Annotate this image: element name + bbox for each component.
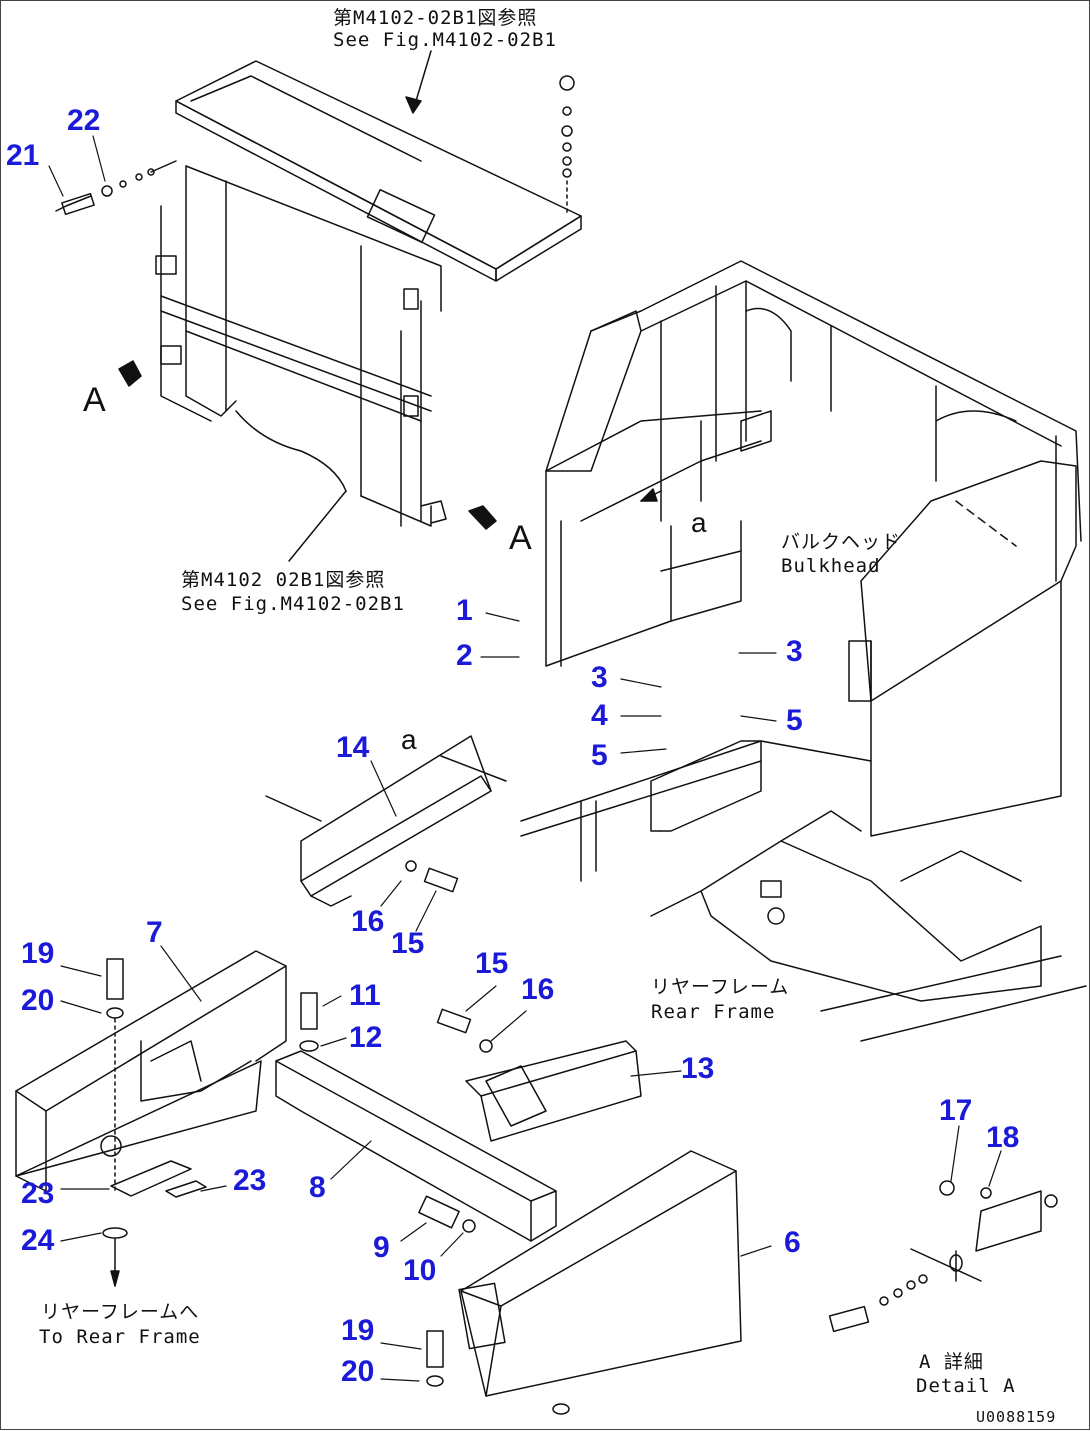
top-reference-en: See Fig.M4102-02B1 (333, 29, 557, 51)
to-rear-frame-label-jp: リヤーフレームへ (41, 1301, 200, 1323)
to-rear-frame-label-en: To Rear Frame (39, 1326, 201, 1348)
top-reference-jp: 第M4102-02B1図参照 (333, 7, 538, 29)
callout-15b: 15 (475, 947, 509, 980)
callout-21: 21 (6, 139, 40, 172)
callout-19b: 19 (341, 1314, 375, 1347)
callout-12: 12 (349, 1021, 383, 1054)
callout-17: 17 (939, 1094, 973, 1127)
rear-frame-label-en: Rear Frame (651, 1001, 776, 1023)
callout-16a: 16 (351, 905, 385, 938)
callout-4: 4 (591, 699, 608, 732)
callout-14: 14 (336, 731, 370, 764)
callout-3a: 3 (786, 635, 803, 668)
cab-cover-assembly (55, 50, 582, 562)
callout-24: 24 (21, 1224, 55, 1257)
mid-reference-jp: 第M4102 02B1図参照 (181, 569, 386, 591)
rear-frame-assembly (520, 740, 1087, 1042)
cover-6 (426, 1150, 742, 1415)
view-a-small-marker-2: a (401, 724, 417, 755)
bracket-14 (265, 735, 507, 907)
view-a-marker-right: A (509, 519, 532, 557)
callout-2: 2 (456, 639, 473, 672)
callout-16b: 16 (521, 973, 555, 1006)
view-a-marker-left: A (83, 381, 106, 419)
document-number: U0088159 (976, 1408, 1057, 1426)
callout-5a: 5 (786, 704, 803, 737)
frame-8 (275, 992, 557, 1242)
callout-11: 11 (349, 979, 381, 1012)
callout-1: 1 (456, 594, 473, 627)
detail-a-label-jp: A 詳細 (919, 1351, 984, 1373)
callout-3b: 3 (591, 661, 608, 694)
view-a-small-marker-1: a (691, 507, 707, 538)
frame-7 (15, 950, 287, 1287)
callout-18: 18 (986, 1121, 1020, 1154)
callout-6: 6 (784, 1226, 801, 1259)
bulkhead-assembly (545, 260, 1082, 837)
detail-a-label-en: Detail A (916, 1375, 1016, 1397)
detail-a (828, 1180, 1058, 1333)
callout-20b: 20 (341, 1355, 375, 1388)
callout-10: 10 (403, 1254, 437, 1287)
callout-9: 9 (373, 1231, 390, 1264)
rear-frame-label-jp: リヤーフレーム (651, 976, 790, 998)
callout-7: 7 (146, 916, 163, 949)
bulkhead-label-en: Bulkhead (781, 555, 881, 577)
callout-19a: 19 (21, 937, 55, 970)
callout-23b: 23 (233, 1164, 267, 1197)
callout-20a: 20 (21, 984, 55, 1017)
leader-lines (48, 135, 1002, 1382)
callout-22: 22 (67, 104, 101, 137)
bulkhead-label-jp: バルクヘッド (781, 531, 902, 553)
callout-5b: 5 (591, 739, 608, 772)
callout-23a: 23 (21, 1177, 55, 1210)
callout-8: 8 (309, 1171, 326, 1204)
callout-15a: 15 (391, 927, 425, 960)
bracket-13 (436, 1008, 642, 1142)
callout-13: 13 (681, 1052, 715, 1085)
mid-reference-en: See Fig.M4102-02B1 (181, 593, 405, 615)
